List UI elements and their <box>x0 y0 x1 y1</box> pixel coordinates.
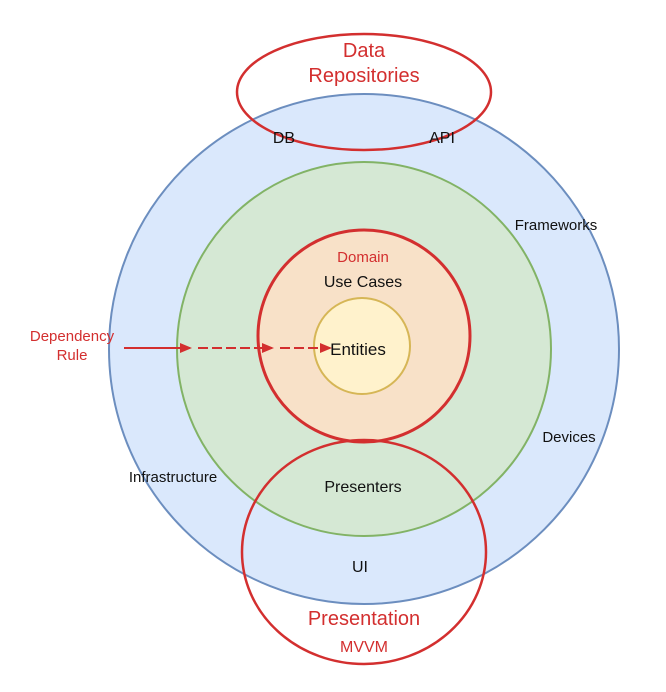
data-repositories-ellipse <box>235 32 493 152</box>
entities-circle <box>313 297 411 395</box>
devices-label: Devices <box>542 429 595 446</box>
presenters-label: Presenters <box>324 479 401 496</box>
presentation-ellipse <box>240 438 488 666</box>
api-label: API <box>429 130 455 147</box>
ui-label: UI <box>352 559 368 576</box>
mvvm-label: MVVM <box>340 639 388 656</box>
presentation-label: Presentation <box>308 608 420 630</box>
data-repositories-label-line1: Data <box>343 40 386 62</box>
dependency-rule-label-line1: Dependency <box>30 328 115 345</box>
entities-label: Entities <box>330 340 386 359</box>
domain-label: Domain <box>337 249 389 266</box>
dependency-rule-label-line2: Rule <box>57 347 88 364</box>
infrastructure-label: Infrastructure <box>129 469 217 486</box>
data-repositories-label-line2: Repositories <box>308 65 419 87</box>
use-cases-label: Use Cases <box>324 274 402 291</box>
frameworks-label: Frameworks <box>515 217 598 234</box>
db-label: DB <box>273 130 295 147</box>
